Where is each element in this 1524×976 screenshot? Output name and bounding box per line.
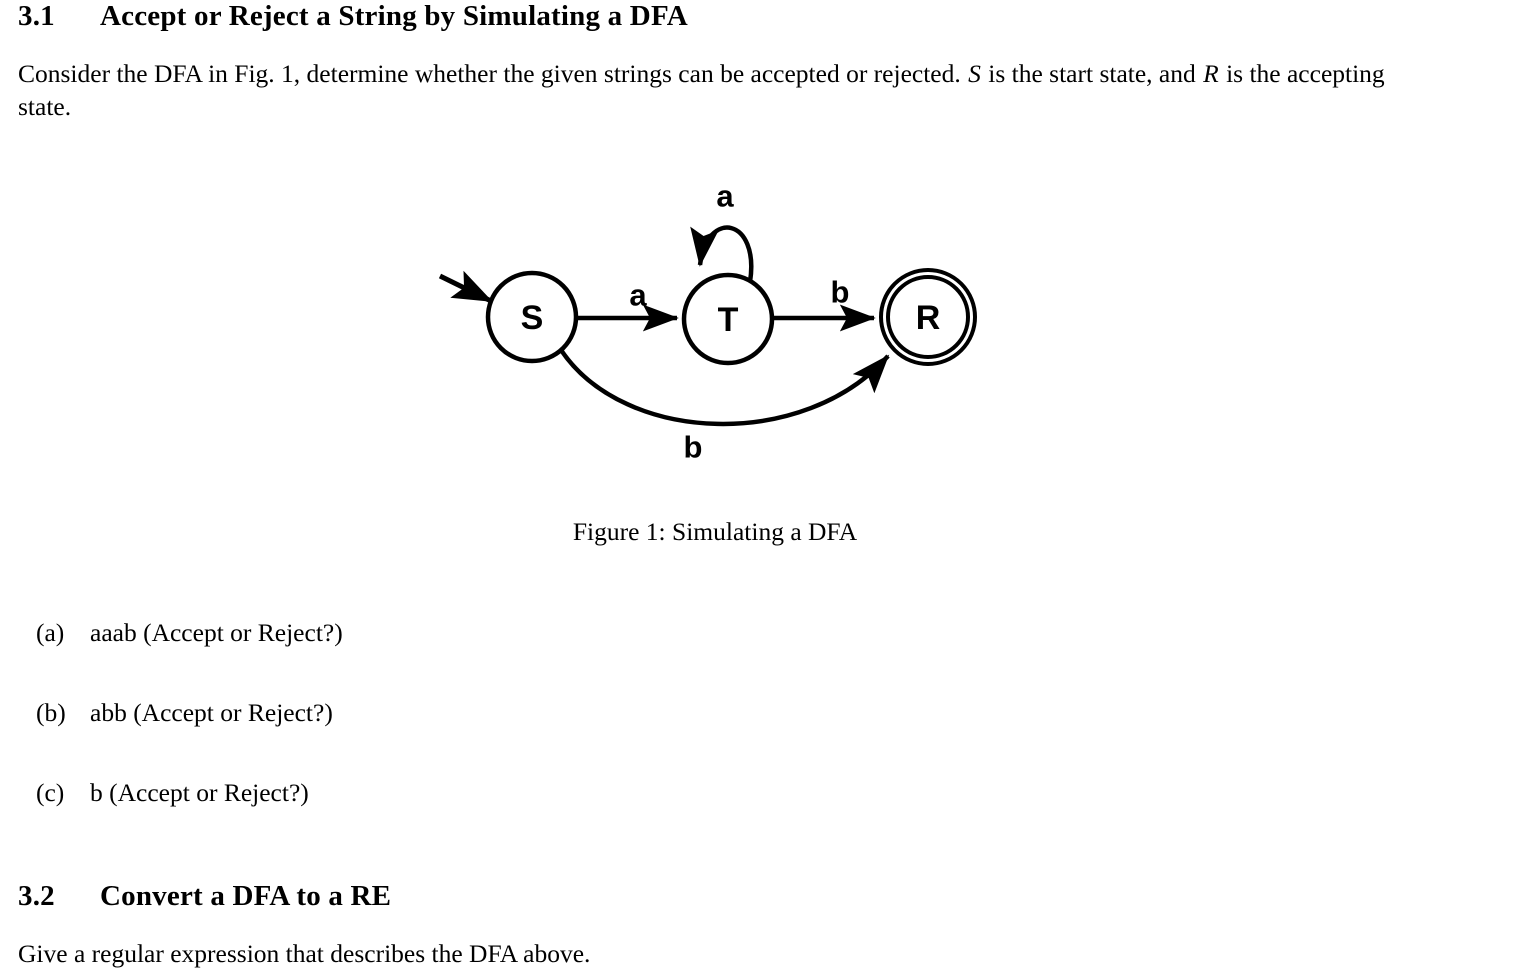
math-symbol-start-state: S bbox=[968, 59, 981, 88]
state-label-s: S bbox=[521, 299, 544, 337]
dfa-diagram: S T R a a b b bbox=[415, 160, 1015, 490]
list-item-marker: (a) bbox=[36, 618, 65, 647]
start-state-arrow bbox=[438, 270, 493, 304]
list-item-text: aaab (Accept or Reject?) bbox=[90, 618, 343, 647]
intro-text-part-2: is the start state, and bbox=[981, 59, 1203, 88]
state-label-r: R bbox=[916, 299, 941, 337]
state-circle-t bbox=[681, 272, 775, 366]
intro-text-part-1: Consider the DFA in Fig. 1, determine wh… bbox=[18, 59, 968, 88]
list-item: (b) abb (Accept or Reject?) bbox=[36, 698, 333, 728]
list-item: (a) aaab (Accept or Reject?) bbox=[36, 618, 343, 648]
section-title: Convert a DFA to a RE bbox=[100, 880, 392, 912]
re-paragraph: Give a regular expression that describes… bbox=[18, 939, 591, 968]
edge-label-s-to-r: b bbox=[684, 430, 703, 465]
state-circle-s bbox=[485, 270, 579, 364]
section-number: 3.2 bbox=[18, 880, 55, 912]
section-heading-3-2: 3.2 Convert a DFA to a RE bbox=[18, 880, 391, 913]
edge-label-t-self-loop: a bbox=[716, 179, 734, 214]
list-item-text: b (Accept or Reject?) bbox=[90, 778, 309, 807]
section-heading-3-1: 3.1 Accept or Reject a String by Simulati… bbox=[18, 0, 688, 33]
state-label-t: T bbox=[718, 301, 739, 339]
edge-s-to-r bbox=[559, 348, 890, 427]
intro-paragraph: Consider the DFA in Fig. 1, determine wh… bbox=[18, 57, 1438, 123]
list-item-marker: (b) bbox=[36, 698, 66, 727]
state-circle-r-inner bbox=[886, 275, 970, 359]
intro-text-part-3: is the accepting state. bbox=[18, 59, 1385, 121]
edge-t-self-loop bbox=[690, 225, 754, 283]
section-title: Accept or Reject a String by Simulating … bbox=[100, 0, 688, 32]
dfa-diagram-svg: S T R a a b b bbox=[438, 179, 977, 465]
list-item: (c) b (Accept or Reject?) bbox=[36, 778, 309, 808]
section-number: 3.1 bbox=[18, 0, 55, 32]
figure-caption: Figure 1: Simulating a DFA bbox=[572, 517, 858, 546]
list-item-marker: (c) bbox=[36, 778, 65, 807]
list-item-text: abb (Accept or Reject?) bbox=[90, 698, 333, 727]
math-symbol-accepting-state: R bbox=[1203, 59, 1219, 88]
edge-label-t-to-r: b bbox=[831, 275, 850, 310]
edge-label-s-to-t: a bbox=[629, 278, 647, 313]
